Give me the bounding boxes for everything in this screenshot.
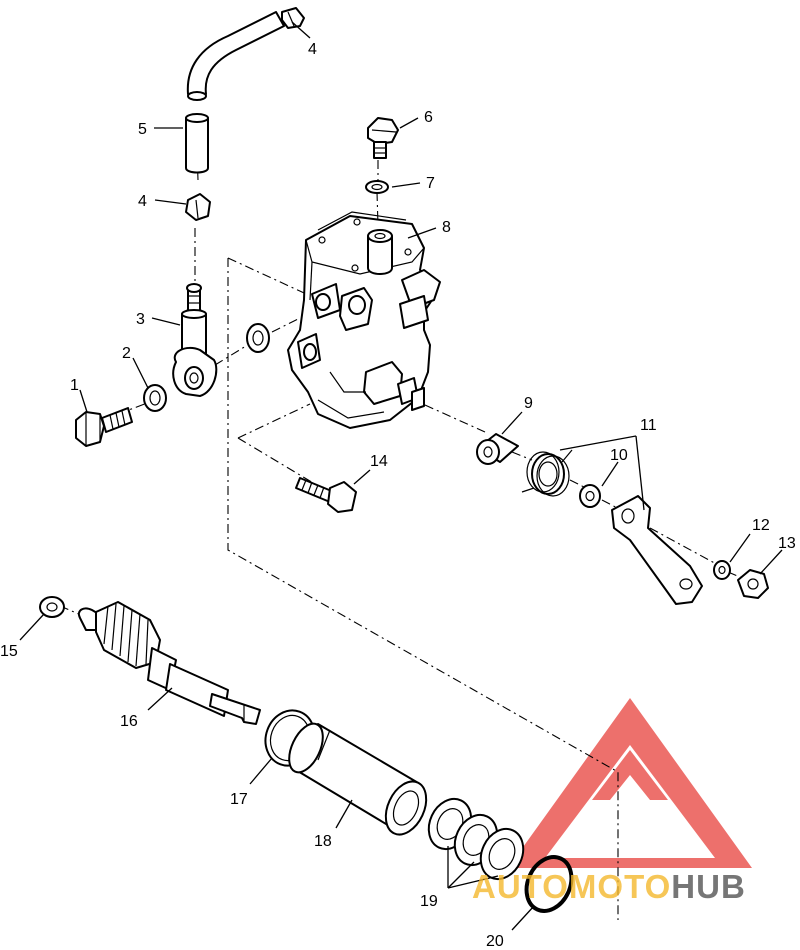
callout-8: 8 <box>442 219 451 236</box>
callout-17: 17 <box>230 791 248 808</box>
callout-1: 1 <box>70 377 79 394</box>
return-spring <box>521 449 573 497</box>
watermark-moto: MOTO <box>569 868 671 905</box>
callout-6: 6 <box>424 109 433 126</box>
callout-7: 7 <box>426 175 435 192</box>
bleed-screw <box>367 117 399 159</box>
callout-9: 9 <box>524 395 533 412</box>
callout-15: 15 <box>0 643 18 660</box>
oil-hose-bent <box>186 11 285 101</box>
callout-10: 10 <box>610 447 628 464</box>
shaft-bushing <box>476 433 519 465</box>
callout-5: 5 <box>138 121 147 138</box>
watermark-inner-mark <box>592 750 668 800</box>
banjo-bolt <box>75 407 133 447</box>
oil-hose-short <box>185 113 209 174</box>
callout-19: 19 <box>420 893 438 910</box>
inlet-washer <box>246 323 270 353</box>
watermark-logo <box>508 698 752 868</box>
control-lever <box>611 495 703 605</box>
callout-18: 18 <box>314 833 332 850</box>
oil-pump-body <box>287 211 441 429</box>
sealing-washer-2 <box>143 384 167 412</box>
callout-20: 20 <box>486 933 504 950</box>
svg-text:AUTOMOTOHUB: AUTOMOTOHUB <box>472 868 746 905</box>
watermark-auto: AUTO <box>472 868 569 905</box>
shaft-sleeve <box>288 722 428 836</box>
watermark-hub: HUB <box>671 868 746 905</box>
callout-4-lower: 4 <box>138 193 147 210</box>
callout-14: 14 <box>370 453 388 470</box>
hose-clamp-lower <box>185 193 211 221</box>
hose-clamp-top <box>281 7 305 29</box>
leader-lines <box>19 21 783 931</box>
thrust-washer <box>579 484 601 508</box>
callout-11: 11 <box>640 417 657 434</box>
drive-gear-shaft <box>78 601 261 725</box>
bleed-screw-washer <box>365 180 389 194</box>
mounting-screw <box>295 477 357 513</box>
circlip <box>524 855 574 913</box>
callout-labels: 4 5 6 7 4 8 3 2 1 9 11 10 14 12 13 15 16… <box>0 41 796 950</box>
lock-washer <box>713 560 731 580</box>
callout-3: 3 <box>136 311 145 328</box>
watermark-triangle <box>508 698 752 868</box>
callout-13: 13 <box>778 535 796 552</box>
shim-washers <box>427 797 525 881</box>
banjo-fitting <box>172 283 218 397</box>
watermark-text: AUTOMOTOHUB <box>472 868 746 905</box>
shaft-washer <box>39 596 65 618</box>
callout-16: 16 <box>120 713 138 730</box>
callout-12: 12 <box>752 517 770 534</box>
callout-4-top: 4 <box>308 41 317 58</box>
lever-nut <box>737 569 769 599</box>
callout-2: 2 <box>122 345 131 362</box>
